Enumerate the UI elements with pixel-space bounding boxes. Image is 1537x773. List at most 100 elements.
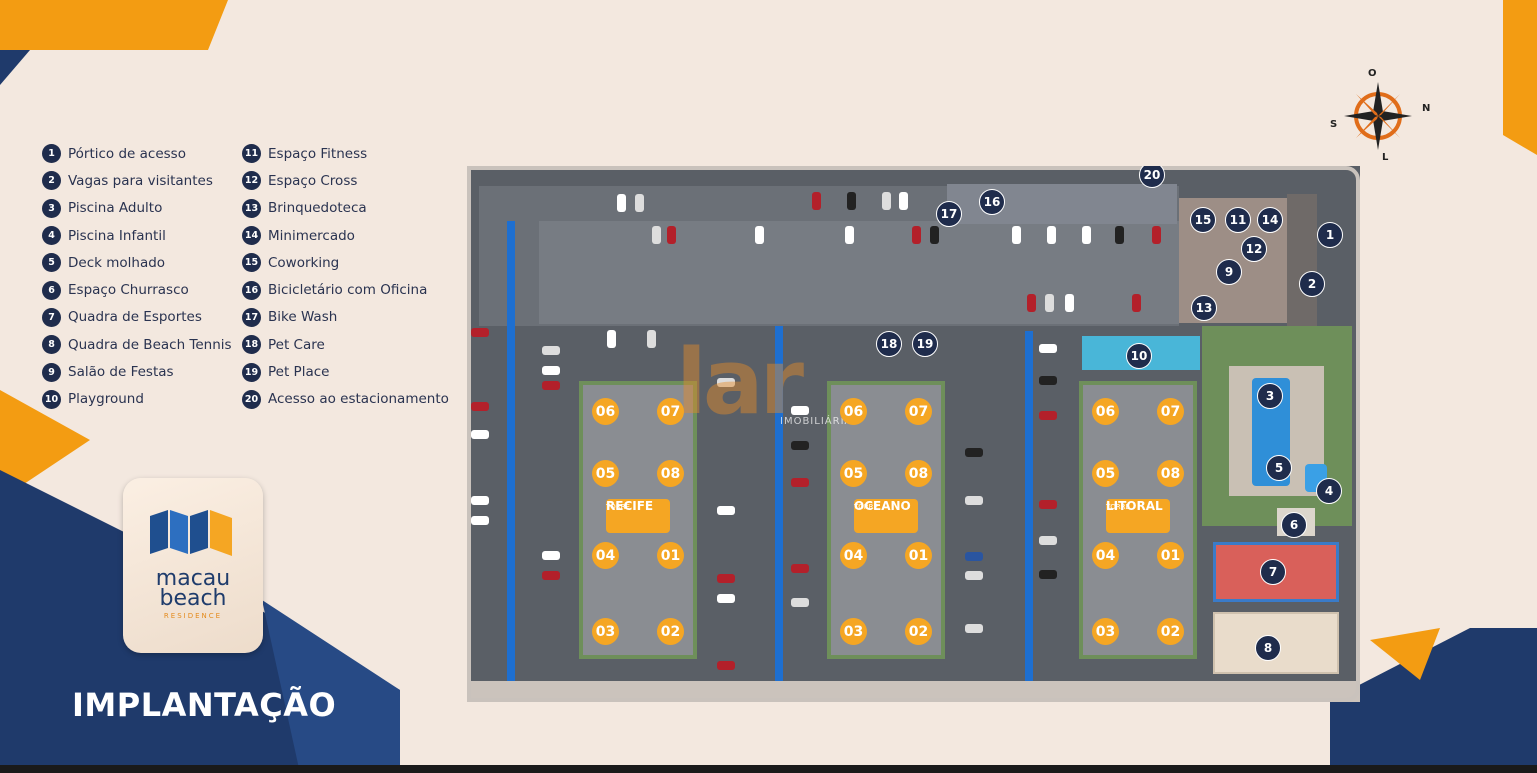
legend-number-badge: 9 xyxy=(42,362,61,382)
compass-label-l: L xyxy=(1382,152,1389,160)
parked-car xyxy=(791,564,809,573)
unit-badge: 03 xyxy=(592,618,619,645)
map-pin-12: 12 xyxy=(1241,236,1267,262)
unit-badge: 02 xyxy=(1157,618,1184,645)
legend-label: Espaço Cross xyxy=(268,172,358,189)
logo-text-residence: RESIDENCE xyxy=(163,612,223,620)
legend-label: Pet Care xyxy=(268,336,325,353)
unit-badge: 06 xyxy=(840,398,867,425)
parked-car xyxy=(791,406,809,415)
unit-badge: 04 xyxy=(840,542,867,569)
legend-number-badge: 14 xyxy=(242,226,261,246)
legend-label: Bike Wash xyxy=(268,309,338,326)
parked-car xyxy=(635,194,644,212)
unit-badge: 08 xyxy=(1157,460,1184,487)
unit-badge: 03 xyxy=(1092,618,1119,645)
parked-car xyxy=(965,552,983,561)
parked-car xyxy=(542,551,560,560)
map-pin-20: 20 xyxy=(1139,166,1165,188)
legend-label: Acesso ao estacionamento xyxy=(268,391,449,408)
map-pin-8: 8 xyxy=(1255,635,1281,661)
unit-badge: 01 xyxy=(657,542,684,569)
legend-label: Salão de Festas xyxy=(68,364,174,381)
legend-item: 5 Deck molhado xyxy=(42,249,232,276)
parked-car xyxy=(542,366,560,375)
parked-car xyxy=(471,516,489,525)
legend-number-badge: 15 xyxy=(242,253,261,273)
parked-car xyxy=(965,448,983,457)
parked-car xyxy=(755,226,764,244)
legend-label: Pórtico de acesso xyxy=(68,145,186,162)
unit-badge: 05 xyxy=(840,460,867,487)
parked-car xyxy=(542,346,560,355)
legend-label: Espaço Churrasco xyxy=(68,282,189,299)
parked-car xyxy=(965,496,983,505)
parked-car xyxy=(1012,226,1021,244)
map-pin-5: 5 xyxy=(1266,455,1292,481)
parked-car xyxy=(542,571,560,580)
legend-label: Pet Place xyxy=(268,364,330,381)
parked-car xyxy=(882,192,891,210)
parked-car xyxy=(965,571,983,580)
parked-car xyxy=(717,506,735,515)
legend-label: Espaço Fitness xyxy=(268,145,368,162)
unit-badge: 08 xyxy=(905,460,932,487)
map-pin-14: 14 xyxy=(1257,207,1283,233)
map-pin-1: 1 xyxy=(1317,222,1343,248)
unit-badge: 07 xyxy=(1157,398,1184,425)
logo-card: macau beach RESIDENCE xyxy=(123,478,263,653)
unit-badge: 02 xyxy=(905,618,932,645)
parked-car xyxy=(845,226,854,244)
parked-car xyxy=(1152,226,1161,244)
unit-badge: 04 xyxy=(1092,542,1119,569)
unit-badge: 03 xyxy=(840,618,867,645)
map-pin-13: 13 xyxy=(1191,295,1217,321)
legend-number-badge: 6 xyxy=(42,280,61,300)
legend-number-badge: 5 xyxy=(42,253,61,273)
legend-label: Piscina Infantil xyxy=(68,227,166,244)
logo-mark xyxy=(150,510,232,556)
legend-number-badge: 12 xyxy=(242,171,261,191)
parked-car xyxy=(847,192,856,210)
parked-car xyxy=(791,598,809,607)
legend-number-badge: 8 xyxy=(42,335,61,355)
legend-label: Playground xyxy=(68,391,144,408)
parked-car xyxy=(717,378,735,387)
legend-label: Minimercado xyxy=(268,227,355,244)
parked-car xyxy=(912,226,921,244)
legend-item: 15 Coworking xyxy=(242,249,449,276)
legend-number-badge: 1 xyxy=(42,144,61,164)
tower-label-small: TORRE xyxy=(1106,503,1130,511)
map-pin-19: 19 xyxy=(912,331,938,357)
legend-number-badge: 13 xyxy=(242,198,261,218)
parked-car xyxy=(717,574,735,583)
bottom-road xyxy=(467,681,1360,702)
legend-item: 14 Minimercado xyxy=(242,222,449,249)
unit-badge: 05 xyxy=(592,460,619,487)
bike-lane-1 xyxy=(507,221,515,681)
unit-badge: 01 xyxy=(1157,542,1184,569)
parked-car xyxy=(717,661,735,670)
legend-number-badge: 7 xyxy=(42,307,61,327)
map-pin-17: 17 xyxy=(936,201,962,227)
legend-label: Piscina Adulto xyxy=(68,200,163,217)
legend-label: Vagas para visitantes xyxy=(68,172,213,189)
compass-label-o: O xyxy=(1368,68,1377,79)
unit-badge: 07 xyxy=(905,398,932,425)
legend-label: Coworking xyxy=(268,254,340,271)
parked-car xyxy=(717,594,735,603)
legend-label: Brinquedoteca xyxy=(268,200,367,217)
legend-label: Deck molhado xyxy=(68,254,166,271)
